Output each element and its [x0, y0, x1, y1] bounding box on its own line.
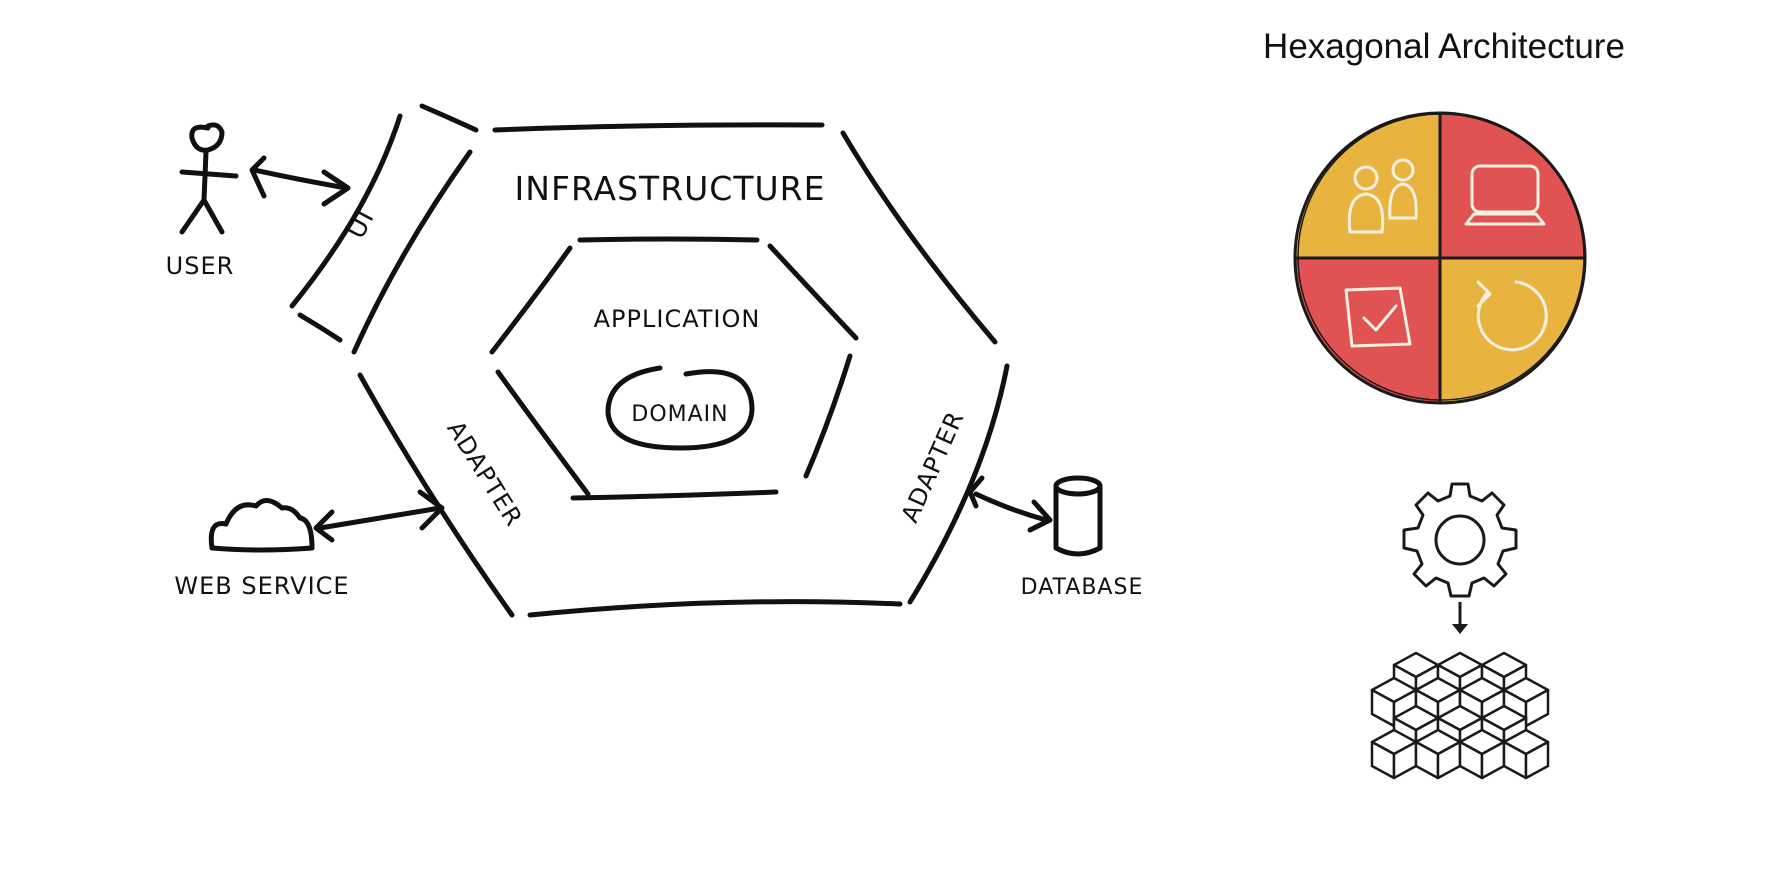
infrastructure-label: INFRASTRUCTURE [515, 169, 826, 208]
quadrant-top-right [1440, 114, 1584, 258]
database-icon [1053, 475, 1103, 557]
user-ui-arrow [249, 155, 351, 207]
quadrant-top-left [1296, 114, 1440, 258]
web-service-label: WEB SERVICE [174, 572, 349, 600]
cloud-icon [208, 498, 315, 553]
outer-hexagon [351, 122, 1010, 618]
domain-circle: DOMAIN [605, 365, 755, 451]
database-label: DATABASE [1021, 575, 1144, 600]
users-icon [1347, 158, 1418, 234]
inner-hexagon [489, 236, 859, 501]
checkbox-icon [1344, 286, 1412, 348]
quadrant-bottom-right [1440, 258, 1584, 402]
page-title: Hexagonal Architecture [1263, 27, 1625, 66]
ui-band: UI [289, 103, 479, 343]
gear-icon [1402, 482, 1518, 598]
user-icon [179, 122, 239, 235]
quadrant-bottom-left [1296, 258, 1440, 402]
application-label: APPLICATION [594, 305, 761, 333]
quadrant-circle [1293, 111, 1587, 405]
cubes-icon [1370, 651, 1550, 780]
domain-label: DOMAIN [631, 402, 728, 427]
adapter-left-label: ADAPTER [441, 416, 528, 532]
arrow-down-icon [1452, 602, 1468, 634]
monitor-icon [1464, 164, 1546, 226]
user-label: USER [166, 252, 235, 280]
refresh-icon [1476, 280, 1548, 352]
adapter-database-arrow [967, 475, 1053, 533]
webservice-adapter-arrow [313, 489, 445, 543]
ui-label: UI [341, 205, 381, 244]
cube-face [1524, 740, 1550, 780]
